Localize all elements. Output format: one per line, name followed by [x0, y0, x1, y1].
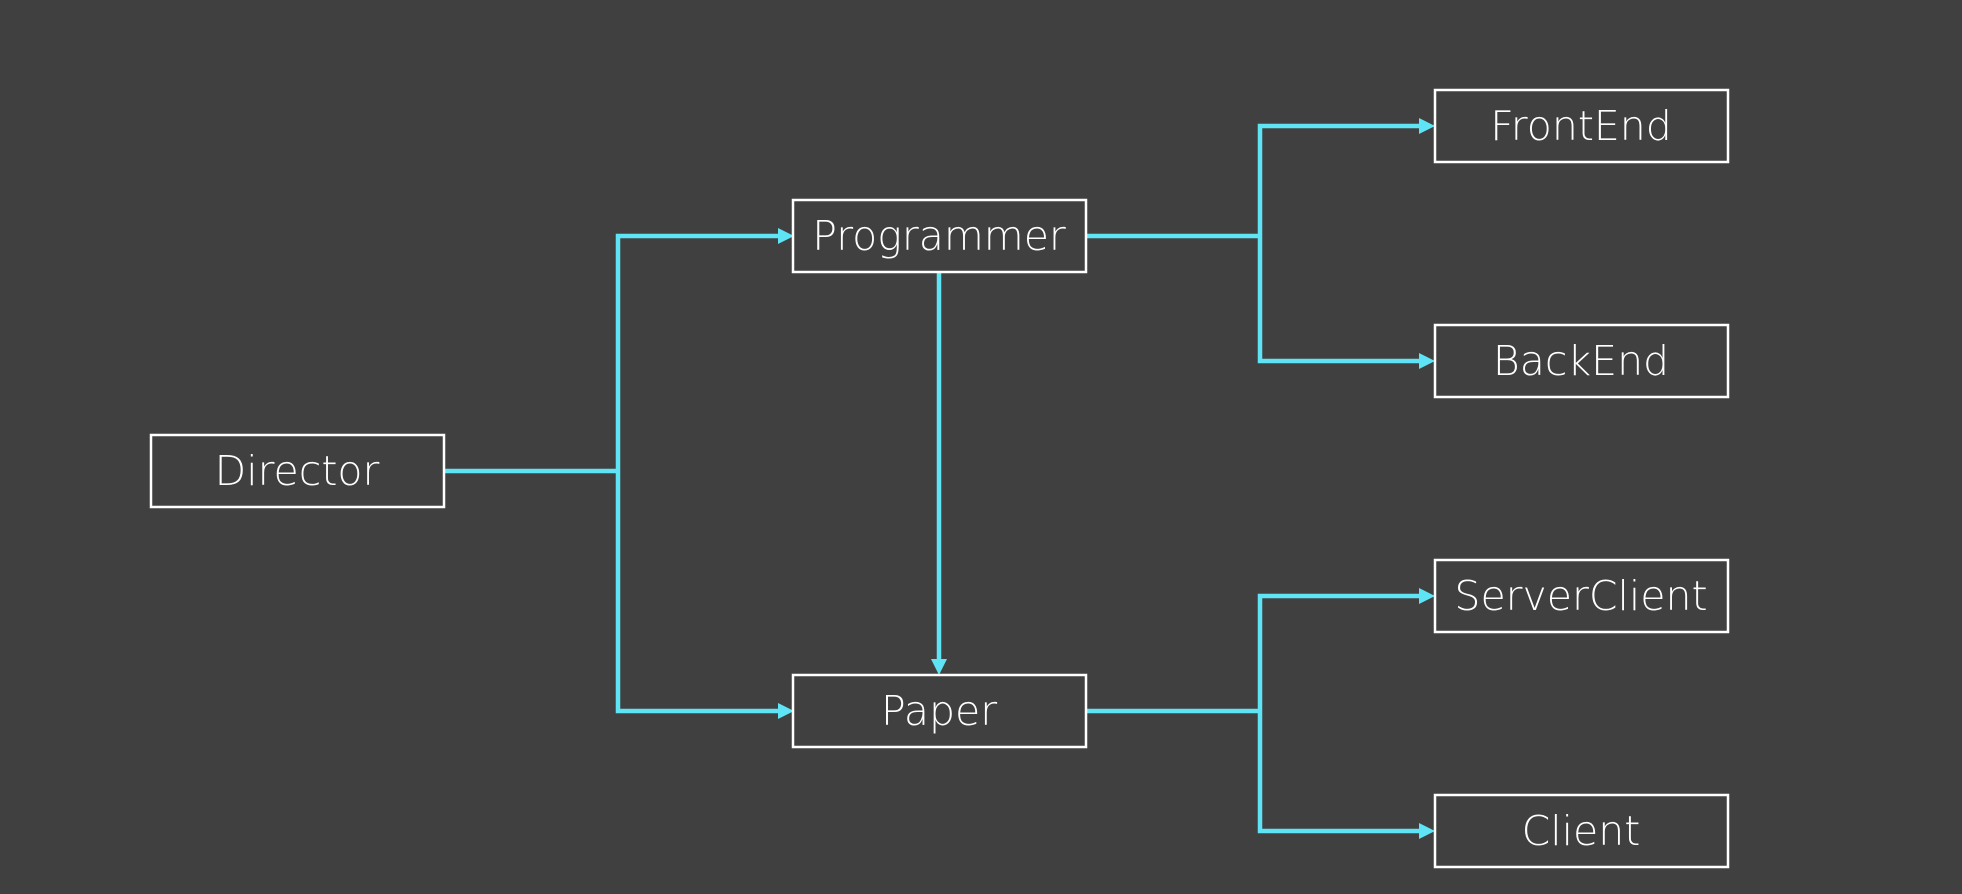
node-box-paper: [791, 673, 1088, 749]
node-backend[interactable]: BackEnd: [1433, 323, 1730, 399]
node-paper[interactable]: Paper: [791, 673, 1088, 749]
edges: [445, 118, 1435, 839]
node-box-client: [1433, 793, 1730, 869]
node-box-programmer: [791, 198, 1088, 274]
edge-programmer-backend: [1257, 236, 1420, 364]
node-serverclient[interactable]: ServerClient: [1433, 558, 1730, 634]
edge-director-paper: [615, 471, 780, 714]
arrowhead-paper: [778, 703, 794, 719]
node-label-programmer: Programmer: [812, 212, 1066, 260]
arrowhead-serverclient: [1419, 588, 1435, 604]
arrowhead-backend: [1419, 353, 1435, 369]
node-label-serverclient: ServerClient: [1454, 572, 1707, 620]
edge-director-programmer: [615, 233, 780, 471]
node-director[interactable]: Director: [149, 433, 446, 509]
node-label-frontend: FrontEnd: [1490, 102, 1672, 150]
arrowhead-frontend: [1419, 118, 1435, 134]
node-label-director: Director: [215, 447, 380, 495]
node-frontend[interactable]: FrontEnd: [1433, 88, 1730, 164]
node-programmer[interactable]: Programmer: [791, 198, 1088, 274]
node-label-paper: Paper: [881, 687, 997, 735]
node-box-frontend: [1433, 88, 1730, 164]
node-box-backend: [1433, 323, 1730, 399]
edge-programmer-frontend: [1257, 123, 1420, 236]
edge-paper-serverclient: [1257, 593, 1420, 711]
arrowhead-client: [1419, 823, 1435, 839]
node-label-client: Client: [1522, 807, 1641, 855]
node-client[interactable]: Client: [1433, 793, 1730, 869]
node-label-backend: BackEnd: [1493, 337, 1669, 385]
node-box-director: [149, 433, 446, 509]
node-box-serverclient: [1433, 558, 1730, 634]
edge-paper-client: [1257, 711, 1420, 834]
arrowhead-paper-top: [931, 659, 947, 675]
arrowhead-programmer: [778, 228, 794, 244]
